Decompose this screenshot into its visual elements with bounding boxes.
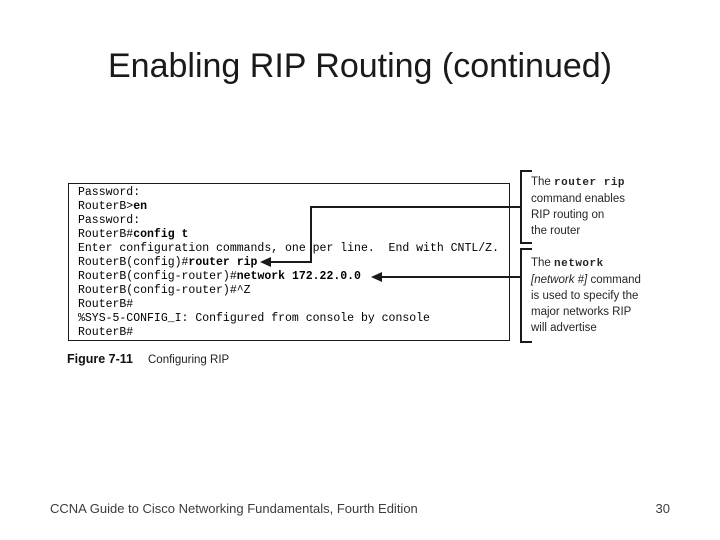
figure-caption-label: Figure 7-11 xyxy=(67,352,133,366)
arrowhead-router-rip-icon xyxy=(260,257,271,267)
callout-bracket-network xyxy=(520,248,532,343)
console-line: Enter configuration commands, one per li… xyxy=(78,242,499,255)
slide-title: Enabling RIP Routing (continued) xyxy=(107,47,613,85)
console-line: RouterB>en xyxy=(78,200,148,213)
callout-bracket-router-rip xyxy=(520,170,532,244)
callout-line: RIP routing on xyxy=(531,209,605,221)
footer-page-number: 30 xyxy=(655,501,670,516)
callout-line: command enables xyxy=(531,193,625,205)
callout-line-router-rip-horizontal xyxy=(310,206,521,208)
callout-line-router-rip-stub xyxy=(270,261,312,263)
console-line: Password: xyxy=(78,186,141,199)
footer-book-title: CCNA Guide to Cisco Networking Fundament… xyxy=(50,501,418,516)
callout-text-network: The network [network #] command is used to… xyxy=(531,255,681,336)
callout-line: will advertise xyxy=(531,322,597,334)
callout-line-network-horizontal xyxy=(381,276,521,278)
figure-caption-text: Configuring RIP xyxy=(148,354,230,366)
console-line: Password: xyxy=(78,214,141,227)
figure-caption: Figure 7-11 Configuring RIP xyxy=(67,350,229,368)
callout-line: [network #] command xyxy=(531,274,641,286)
console-line: %SYS-5-CONFIG_I: Configured from console… xyxy=(78,312,430,325)
callout-line: the router xyxy=(531,225,581,237)
console-line: RouterB# xyxy=(78,298,134,311)
console-line: RouterB#config t xyxy=(78,228,189,241)
callout-line: major networks RIP xyxy=(531,306,632,318)
arrowhead-network-icon xyxy=(371,272,382,282)
callout-line-router-rip-vertical xyxy=(310,206,312,263)
console-line: RouterB# xyxy=(78,326,134,339)
console-line: RouterB(config)#router rip xyxy=(78,256,258,269)
console-line: RouterB(config-router)#^Z xyxy=(78,284,251,297)
callout-line: is used to specify the xyxy=(531,290,639,302)
callout-line: The network xyxy=(531,257,604,270)
callout-line: The router rip xyxy=(531,176,626,189)
console-line: RouterB(config-router)#network 172.22.0.… xyxy=(78,270,361,283)
